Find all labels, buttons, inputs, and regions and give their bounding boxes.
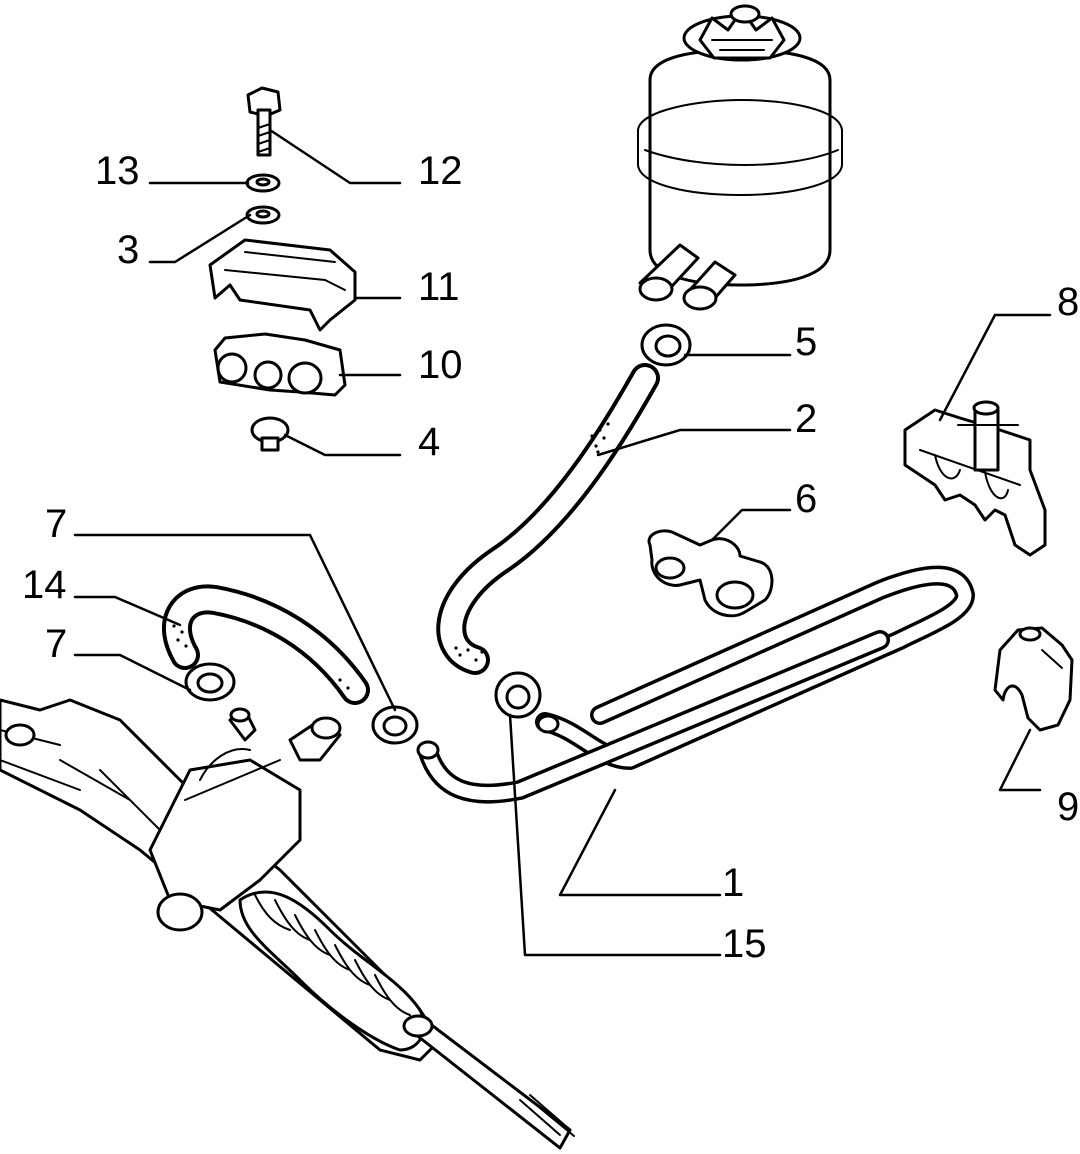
callout-15: 15 [722,922,767,966]
washer-13 [245,173,281,193]
rack-bellows [238,890,426,1052]
callout-6: 6 [795,477,817,521]
reservoir-outlet-pipes [638,243,737,311]
pipe-clip-6 [647,529,774,618]
nut-4 [250,416,290,452]
tie-rod [402,1014,575,1150]
hose-clamp-7-lower [184,662,236,702]
callout-10: 10 [418,343,463,387]
bolt-12 [246,86,282,157]
fluid-reservoir [637,4,843,311]
hose-clamp-7-upper [371,705,419,745]
callout-7-lower: 7 [45,622,67,666]
callout-14: 14 [22,563,67,607]
callout-11: 11 [418,265,460,309]
pipe-bracket-8 [903,400,1047,557]
washer-3 [245,205,281,225]
callout-5: 5 [795,320,817,364]
hose-clamp-15 [494,671,542,719]
rubber-bush-block-10 [213,332,347,397]
callout-13: 13 [95,149,140,193]
callout-3: 3 [117,228,139,272]
steering-rack [0,698,575,1150]
callout-8: 8 [1057,280,1079,324]
return-hose-2 [436,363,660,675]
callout-4: 4 [418,420,440,464]
callout-2: 2 [795,397,817,441]
mounting-bracket-11 [208,238,357,332]
leader-lines [73,128,1052,957]
valve-body [148,716,342,932]
callout-7-upper: 7 [45,502,67,546]
callout-labels: 12 13 3 11 10 4 5 2 6 8 9 1 15 7 14 7 [22,149,1079,966]
pipe-clip-9 [993,626,1074,732]
callout-1: 1 [722,861,744,905]
callout-12: 12 [418,149,463,193]
hose-clamp-5 [640,323,692,367]
callout-9: 9 [1057,785,1079,829]
